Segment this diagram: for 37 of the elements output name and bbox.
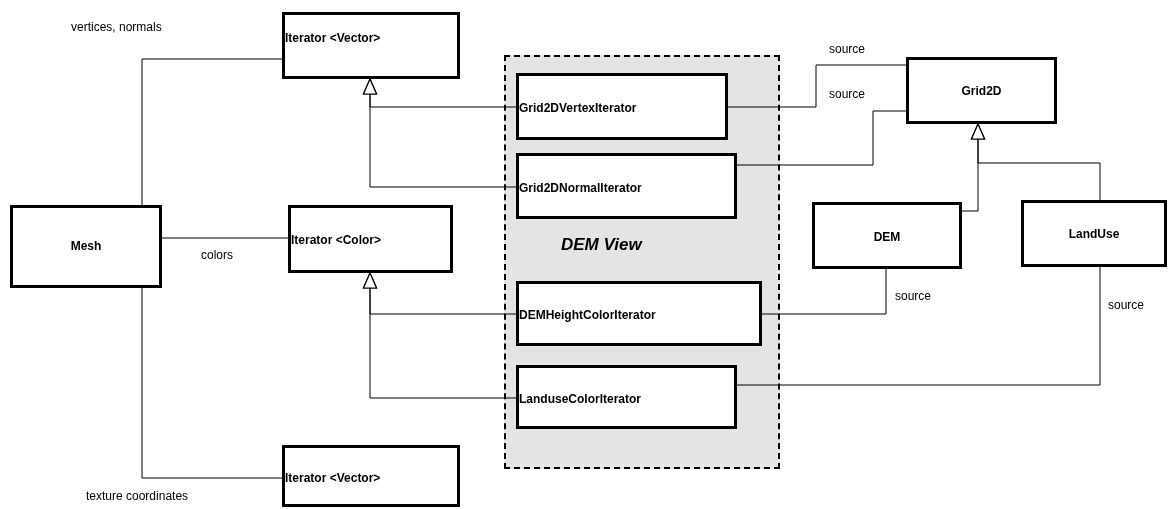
association-line — [161, 237, 289, 239]
class-box — [812, 202, 962, 269]
package-title: DEM View — [561, 235, 642, 255]
package-region — [504, 55, 780, 469]
association-line — [727, 64, 907, 108]
inheritance-arrow — [970, 123, 1101, 201]
class-name: Mesh — [69, 239, 103, 253]
class-name: LanduseColorIterator — [519, 392, 641, 406]
association-line — [141, 58, 283, 206]
class-name: Grid2DNormalIterator — [519, 181, 642, 195]
class-box — [516, 73, 728, 140]
class-box — [1021, 200, 1167, 267]
class-name: Iterator <Vector> — [285, 471, 381, 485]
inheritance-arrow — [362, 78, 517, 188]
class-name: DEM — [872, 230, 902, 244]
class-name: LandUse — [1067, 227, 1121, 241]
class-name: Grid2DVertexIterator — [519, 101, 637, 115]
class-box — [906, 57, 1057, 124]
class-box — [516, 365, 737, 429]
class-box — [516, 281, 762, 346]
class-box — [282, 445, 460, 507]
association-line — [736, 110, 907, 166]
association-line — [761, 268, 887, 315]
association-line — [141, 287, 283, 479]
inheritance-arrow — [362, 272, 517, 399]
association-line — [736, 266, 1101, 386]
class-box — [288, 205, 453, 273]
class-box — [516, 153, 737, 219]
class-name: Grid2D — [960, 84, 1003, 98]
edge-label: vertices, normals — [70, 20, 163, 34]
class-name: DEMHeightColorIterator — [519, 308, 656, 322]
edge-label: texture coordinates — [85, 489, 190, 503]
class-name: Iterator <Vector> — [285, 31, 381, 45]
class-name: Iterator <Color> — [291, 233, 382, 247]
edge-label: colors — [200, 248, 234, 262]
class-box — [282, 12, 460, 79]
class-box — [10, 205, 162, 288]
